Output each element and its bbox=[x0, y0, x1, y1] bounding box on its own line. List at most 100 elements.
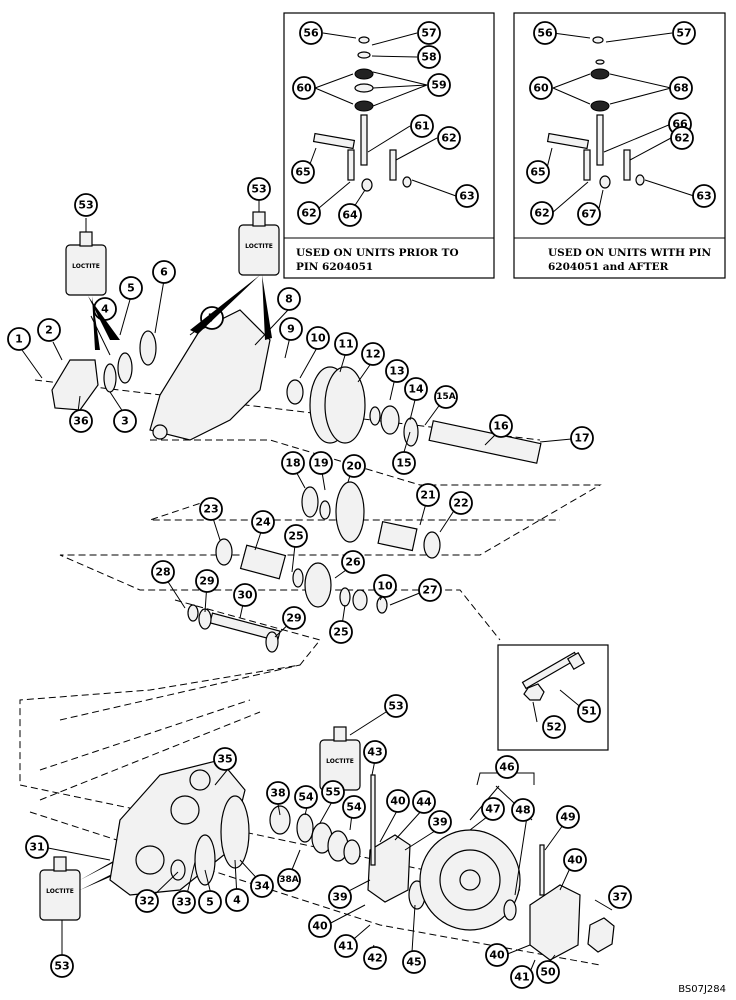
svg-text:53: 53 bbox=[251, 183, 266, 196]
svg-text:31: 31 bbox=[29, 841, 44, 854]
svg-text:39: 39 bbox=[332, 891, 347, 904]
bearing-icon bbox=[215, 538, 233, 566]
svg-text:30: 30 bbox=[237, 589, 253, 602]
figure-id: BS07J284 bbox=[678, 984, 726, 995]
inset-left-callout-56: 56 bbox=[299, 21, 323, 45]
callout-40c: 40 bbox=[563, 848, 587, 872]
svg-text:40: 40 bbox=[312, 920, 328, 933]
svg-text:34: 34 bbox=[254, 880, 270, 893]
callout-19: 19 bbox=[309, 451, 333, 475]
inset-right-callout-65: 65 bbox=[526, 160, 550, 184]
callout-16: 16 bbox=[489, 414, 513, 438]
svg-text:49: 49 bbox=[560, 811, 575, 824]
svg-text:5: 5 bbox=[127, 282, 135, 295]
inset-left-callout-57: 57 bbox=[417, 21, 441, 45]
svg-text:54: 54 bbox=[346, 801, 362, 814]
svg-text:58: 58 bbox=[421, 51, 436, 64]
svg-text:40: 40 bbox=[390, 795, 406, 808]
svg-text:44: 44 bbox=[416, 796, 432, 809]
nut-icon bbox=[587, 917, 615, 953]
callout-13: 13 bbox=[385, 359, 409, 383]
callout-4b: 4 bbox=[225, 888, 249, 912]
svg-text:35: 35 bbox=[217, 753, 232, 766]
callout-46: 46 bbox=[495, 755, 519, 779]
callout-14: 14 bbox=[404, 377, 428, 401]
callout-45: 45 bbox=[402, 950, 426, 974]
loctite-tube-icon: LOCTITE bbox=[319, 726, 361, 791]
callout-39b: 39 bbox=[328, 885, 352, 909]
callout-39a: 39 bbox=[428, 810, 452, 834]
svg-text:54: 54 bbox=[298, 791, 314, 804]
svg-text:39: 39 bbox=[432, 816, 447, 829]
inset-left-callout-62b: 62 bbox=[297, 201, 321, 225]
bearing-icon bbox=[286, 379, 400, 435]
callout-50: 50 bbox=[536, 960, 560, 984]
sprocket-icon bbox=[419, 829, 521, 931]
shaft-icon bbox=[539, 844, 545, 896]
callout-28: 28 bbox=[151, 560, 175, 584]
svg-text:38: 38 bbox=[270, 787, 285, 800]
callout-25a: 25 bbox=[284, 524, 308, 548]
callout-53a: 53 bbox=[74, 193, 98, 217]
svg-text:33: 33 bbox=[176, 896, 191, 909]
svg-text:48: 48 bbox=[515, 804, 530, 817]
inset-right-caption-2: 6204051 and AFTER bbox=[548, 261, 669, 273]
svg-text:41: 41 bbox=[338, 940, 353, 953]
svg-text:24: 24 bbox=[255, 516, 271, 529]
bolt-icon bbox=[521, 651, 586, 690]
svg-text:28: 28 bbox=[155, 566, 170, 579]
svg-text:22: 22 bbox=[453, 497, 468, 510]
loctite-tube-icon: LOCTITE bbox=[39, 856, 81, 921]
callout-31: 31 bbox=[25, 835, 49, 859]
callout-21: 21 bbox=[416, 483, 440, 507]
callout-10: 10 bbox=[306, 326, 330, 350]
callout-3: 3 bbox=[113, 409, 137, 433]
callout-17: 17 bbox=[570, 426, 594, 450]
svg-text:26: 26 bbox=[345, 556, 361, 569]
svg-text:21: 21 bbox=[420, 489, 435, 502]
inset-right-caption-1: USED ON UNITS WITH PIN bbox=[548, 247, 712, 259]
svg-text:57: 57 bbox=[676, 27, 691, 40]
callout-34: 34 bbox=[250, 874, 274, 898]
svg-text:16: 16 bbox=[493, 420, 509, 433]
svg-text:32: 32 bbox=[139, 895, 154, 908]
bearing-icon bbox=[170, 795, 361, 886]
callout-41b: 41 bbox=[510, 965, 534, 989]
inset-left-callout-63: 63 bbox=[455, 184, 479, 208]
inset-right-frame bbox=[513, 12, 726, 279]
svg-text:14: 14 bbox=[408, 383, 424, 396]
svg-text:65: 65 bbox=[295, 166, 310, 179]
svg-text:51: 51 bbox=[581, 705, 596, 718]
shaft-icon bbox=[370, 774, 376, 866]
svg-text:LOCTITE: LOCTITE bbox=[72, 263, 100, 270]
callout-8: 8 bbox=[277, 287, 301, 311]
svg-text:LOCTITE: LOCTITE bbox=[326, 758, 354, 765]
svg-text:65: 65 bbox=[530, 166, 545, 179]
callout-55: 55 bbox=[321, 780, 345, 804]
svg-text:40: 40 bbox=[567, 854, 583, 867]
inset-left-callout-58: 58 bbox=[417, 45, 441, 69]
callout-20: 20 bbox=[342, 454, 366, 478]
svg-text:55: 55 bbox=[325, 786, 340, 799]
svg-text:57: 57 bbox=[421, 27, 436, 40]
svg-text:15: 15 bbox=[396, 457, 411, 470]
callout-53b: 53 bbox=[247, 177, 271, 201]
inset-bolt-frame bbox=[497, 644, 609, 751]
upper-gearbox bbox=[51, 309, 542, 653]
slack-adjuster-stack-icon bbox=[312, 36, 412, 192]
callout-54a: 54 bbox=[294, 785, 318, 809]
callout-23: 23 bbox=[199, 497, 223, 521]
svg-text:36: 36 bbox=[73, 415, 89, 428]
callout-12: 12 bbox=[361, 342, 385, 366]
callout-33: 33 bbox=[172, 890, 196, 914]
svg-text:53: 53 bbox=[54, 960, 69, 973]
svg-text:45: 45 bbox=[406, 956, 421, 969]
shaft-icon bbox=[377, 520, 441, 559]
callout-29b: 29 bbox=[282, 606, 306, 630]
callout-54b: 54 bbox=[342, 795, 366, 819]
svg-text:59: 59 bbox=[431, 79, 446, 92]
callout-32: 32 bbox=[135, 889, 159, 913]
callout-40a: 40 bbox=[386, 789, 410, 813]
svg-text:37: 37 bbox=[612, 891, 627, 904]
